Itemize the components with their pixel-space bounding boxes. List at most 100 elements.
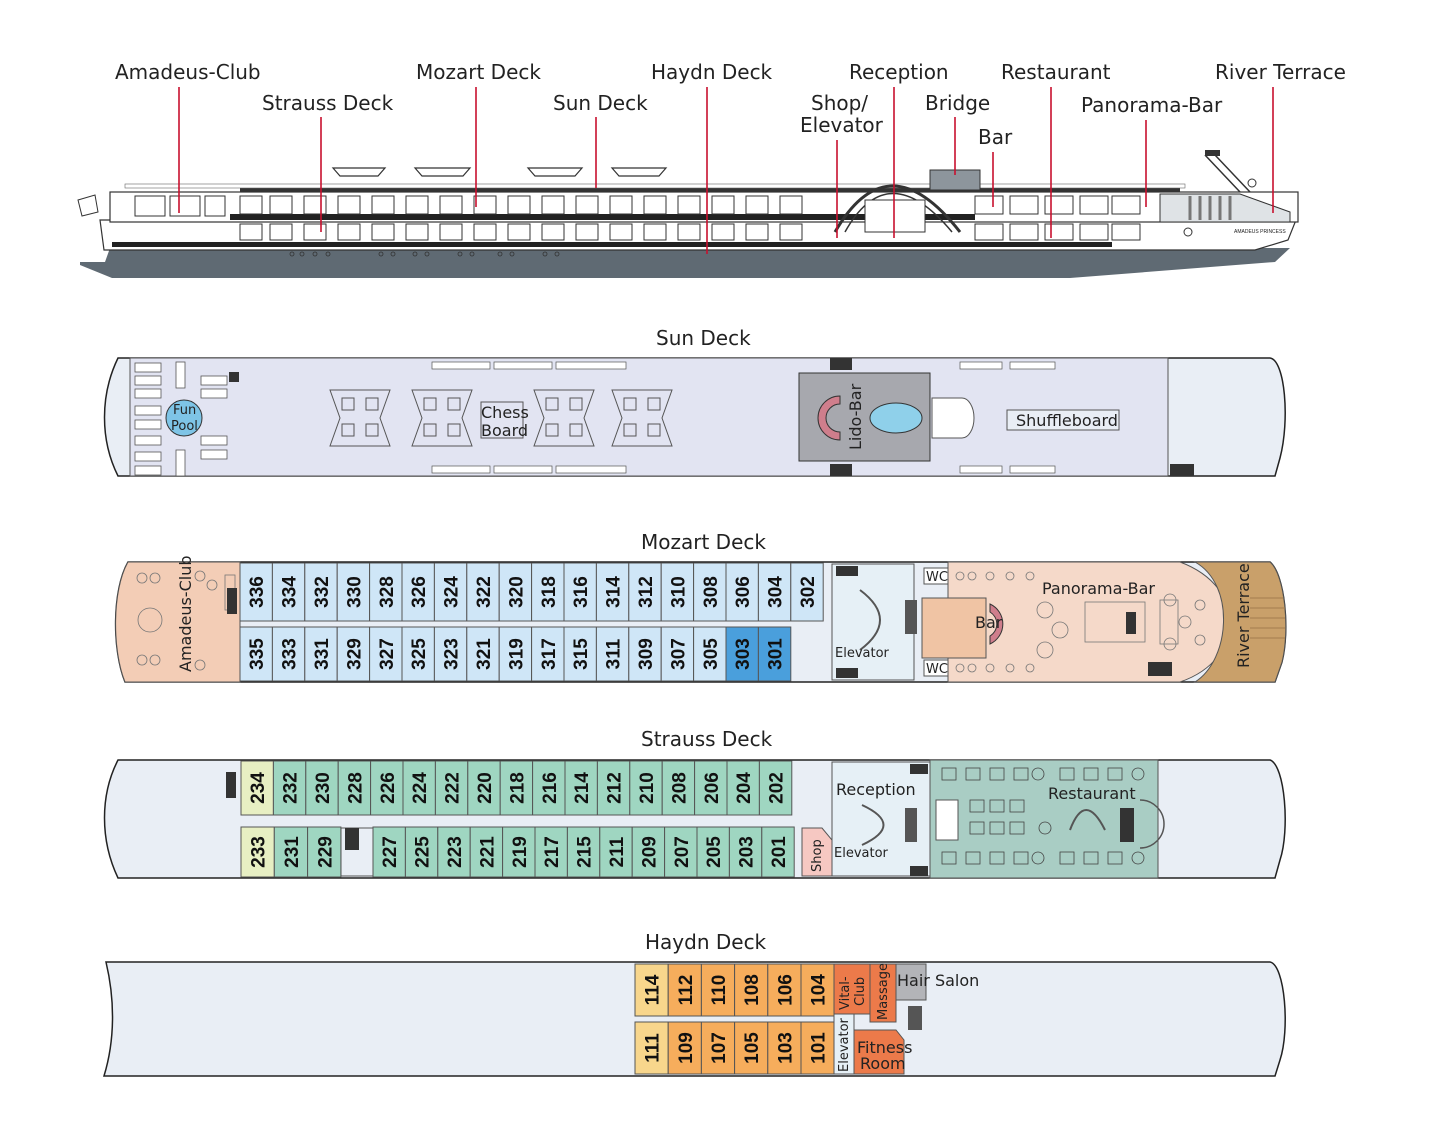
entrance-glass bbox=[864, 199, 926, 233]
label-mozart-deck: Mozart Deck bbox=[416, 60, 541, 84]
strauss-cabin-216 bbox=[532, 760, 566, 816]
mozart-cabin-number-326: 326 bbox=[409, 576, 430, 608]
massage-label: Massage bbox=[876, 963, 891, 1020]
lido-canopy bbox=[931, 397, 975, 439]
mozart-cabin-number-335: 335 bbox=[247, 638, 268, 670]
stern-flag bbox=[77, 194, 99, 217]
mozart-cabin-315 bbox=[563, 626, 597, 682]
room-label: Room bbox=[860, 1054, 906, 1073]
mozart-cabin-number-324: 324 bbox=[442, 576, 463, 608]
strauss-stair-bottom bbox=[910, 866, 928, 876]
deck-band bbox=[230, 214, 975, 220]
mozart-cabin-number-308: 308 bbox=[701, 576, 722, 608]
strauss-stair-top bbox=[910, 764, 928, 774]
haydn-cabin-number-109: 109 bbox=[676, 1032, 697, 1064]
amadeus-club-label: Amadeus-Club bbox=[176, 556, 195, 673]
panorama-glass bbox=[1159, 193, 1291, 223]
leader-lines bbox=[178, 87, 1274, 254]
strauss-cabin-number-232: 232 bbox=[281, 772, 302, 804]
mozart-cabin-334 bbox=[271, 562, 306, 622]
mozart-cabin-number-303: 303 bbox=[733, 638, 754, 670]
strauss-cabin-number-218: 218 bbox=[507, 772, 528, 804]
strauss-cabin-number-226: 226 bbox=[378, 772, 399, 804]
mozart-cabin-number-331: 331 bbox=[312, 638, 333, 670]
mozart-cabin-number-329: 329 bbox=[344, 638, 365, 670]
strauss-cabin-number-209: 209 bbox=[639, 836, 660, 868]
restaurant-bay bbox=[1139, 799, 1165, 849]
label-sun-deck: Sun Deck bbox=[553, 91, 648, 115]
mozart-cabin-number-333: 333 bbox=[280, 638, 301, 670]
mozart-cabin-number-330: 330 bbox=[344, 576, 365, 608]
seating-groups bbox=[329, 389, 673, 447]
strauss-cabin-number-217: 217 bbox=[542, 836, 563, 868]
strauss-cabin-223 bbox=[437, 826, 471, 878]
label-haydn-deck: Haydn Deck bbox=[651, 60, 773, 84]
mozart-cabin-number-301: 301 bbox=[766, 638, 787, 670]
ship-name: AMADEUS PRINCESS bbox=[1234, 229, 1286, 235]
haydn-cabin-108 bbox=[734, 963, 769, 1017]
mozart-cabin-number-322: 322 bbox=[474, 576, 495, 608]
mozart-cabin-310 bbox=[660, 562, 695, 622]
restaurant-stair-curve bbox=[1069, 809, 1106, 831]
mozart-cabin-number-317: 317 bbox=[539, 638, 560, 670]
fitness-room-area bbox=[853, 1029, 905, 1075]
roof-line bbox=[240, 188, 1180, 192]
mozart-cabin-number-304: 304 bbox=[766, 576, 787, 608]
haydn-cabin-111 bbox=[634, 1021, 669, 1075]
vital-label: Vital- bbox=[838, 976, 853, 1010]
strauss-cabin-number-214: 214 bbox=[572, 772, 593, 804]
mozart-stair-curve bbox=[859, 589, 881, 651]
haydn-cabin-101 bbox=[800, 1021, 835, 1075]
mozart-cabin-328 bbox=[369, 562, 403, 622]
haydn-cabin-number-105: 105 bbox=[742, 1032, 763, 1064]
mozart-cabin-316 bbox=[563, 562, 597, 622]
mozart-cabin-number-307: 307 bbox=[668, 638, 689, 670]
entrance-arch bbox=[833, 184, 962, 233]
label-amadeus-club: Amadeus-Club bbox=[115, 60, 261, 84]
sun-deck: Sun Deck Fun Pool bbox=[103, 326, 1286, 477]
label-bridge: Bridge bbox=[925, 91, 990, 115]
strauss-cabin-number-201: 201 bbox=[769, 836, 790, 868]
strauss-cabin-number-224: 224 bbox=[410, 772, 431, 804]
vital-club-area bbox=[833, 963, 871, 1015]
strauss-cabin-224 bbox=[402, 760, 436, 816]
mozart-cabin-number-305: 305 bbox=[701, 638, 722, 670]
mozart-cabin-330 bbox=[336, 562, 371, 622]
panorama-stair bbox=[1126, 612, 1136, 634]
shuffleboard bbox=[1006, 409, 1120, 431]
strauss-cabin-232 bbox=[272, 760, 307, 816]
mozart-cabin-326 bbox=[401, 562, 435, 622]
mast bbox=[1204, 154, 1251, 193]
radar bbox=[1247, 178, 1257, 188]
strauss-cabin-219 bbox=[502, 826, 536, 878]
haydn-deck-outline bbox=[102, 961, 1286, 1077]
chess-board bbox=[480, 401, 524, 439]
mozart-cabin-number-311: 311 bbox=[604, 638, 625, 669]
stair-lido-top bbox=[830, 358, 852, 370]
strauss-stair bbox=[345, 828, 359, 850]
mozart-cabin-336 bbox=[239, 562, 273, 622]
label-strauss-deck: Strauss Deck bbox=[262, 91, 394, 115]
mozart-cabin-322 bbox=[466, 562, 500, 622]
haydn-cabin-number-111: 111 bbox=[643, 1033, 664, 1063]
strauss-cabin-230 bbox=[305, 760, 339, 816]
terrace-planks bbox=[1250, 597, 1285, 639]
label-panorama-bar: Panorama-Bar bbox=[1081, 93, 1223, 117]
strauss-cabin-222 bbox=[434, 760, 469, 816]
strauss-main-stair bbox=[905, 808, 917, 842]
strauss-cabin-226 bbox=[370, 760, 404, 816]
mozart-elevator-label: Elevator bbox=[835, 646, 890, 661]
strauss-cabin-234 bbox=[240, 760, 274, 816]
haydn-cabin-104 bbox=[800, 963, 835, 1017]
mozart-cabin-number-310: 310 bbox=[668, 576, 689, 608]
strauss-cabin-215 bbox=[566, 826, 601, 878]
fitness-label: Fitness bbox=[857, 1038, 912, 1057]
haydn-elevator-label: Elevator bbox=[837, 1017, 852, 1072]
mozart-cabin-number-321: 321 bbox=[474, 638, 495, 670]
panorama-bar-label: Panorama-Bar bbox=[1042, 579, 1155, 598]
